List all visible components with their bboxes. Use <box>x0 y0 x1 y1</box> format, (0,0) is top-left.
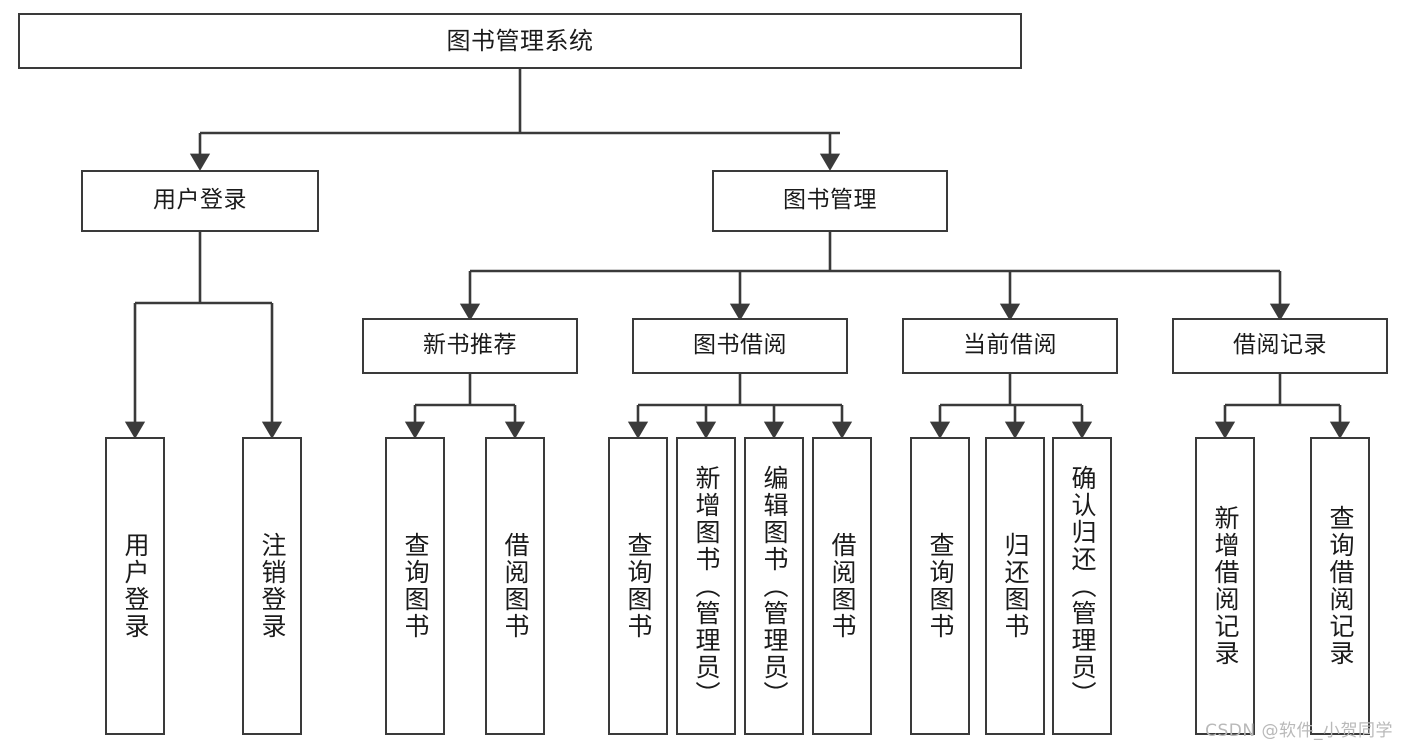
node-root[interactable]: 图书管理系统 <box>18 13 1022 69</box>
node-borrow-records-label: 借阅记录 <box>1233 332 1327 359</box>
leaf-user-logout[interactable]: 注销登录 <box>242 437 302 735</box>
leaf-confirm-return-admin[interactable]: 确认归还（管理员） <box>1052 437 1112 735</box>
leaf-search-books-borrow[interactable]: 查询图书 <box>608 437 668 735</box>
node-book-borrow-label: 图书借阅 <box>693 332 787 359</box>
node-book-borrow[interactable]: 图书借阅 <box>632 318 848 374</box>
leaf-user-login[interactable]: 用户登录 <box>105 437 165 735</box>
leaf-borrow-books-rec-label: 借阅图书 <box>501 532 530 640</box>
node-current-borrow-label: 当前借阅 <box>963 332 1057 359</box>
leaf-user-login-label: 用户登录 <box>121 532 150 640</box>
leaf-search-books-rec[interactable]: 查询图书 <box>385 437 445 735</box>
node-current-borrow[interactable]: 当前借阅 <box>902 318 1118 374</box>
leaf-search-books-rec-label: 查询图书 <box>401 532 430 640</box>
csdn-watermark: CSDN @软件_小贺同学 <box>1205 721 1393 741</box>
leaf-add-borrow-record-label: 新增借阅记录 <box>1211 505 1240 667</box>
leaf-borrow-book[interactable]: 借阅图书 <box>812 437 872 735</box>
leaf-edit-book-admin-label: 编辑图书（管理员） <box>760 464 789 708</box>
leaf-borrow-books-rec[interactable]: 借阅图书 <box>485 437 545 735</box>
node-new-book-recommend[interactable]: 新书推荐 <box>362 318 578 374</box>
node-book-management[interactable]: 图书管理 <box>712 170 948 232</box>
leaf-add-book-admin[interactable]: 新增图书（管理员） <box>676 437 736 735</box>
node-borrow-records[interactable]: 借阅记录 <box>1172 318 1388 374</box>
node-user-login[interactable]: 用户登录 <box>81 170 319 232</box>
leaf-add-borrow-record[interactable]: 新增借阅记录 <box>1195 437 1255 735</box>
leaf-search-books-current[interactable]: 查询图书 <box>910 437 970 735</box>
leaf-confirm-return-admin-label: 确认归还（管理员） <box>1068 464 1097 708</box>
leaf-search-books-current-label: 查询图书 <box>926 532 955 640</box>
node-user-login-label: 用户登录 <box>153 187 247 214</box>
leaf-user-logout-label: 注销登录 <box>258 532 287 640</box>
leaf-add-book-admin-label: 新增图书（管理员） <box>692 464 721 708</box>
leaf-search-borrow-record[interactable]: 查询借阅记录 <box>1310 437 1370 735</box>
leaf-search-books-borrow-label: 查询图书 <box>624 532 653 640</box>
node-new-book-recommend-label: 新书推荐 <box>423 332 517 359</box>
node-root-label: 图书管理系统 <box>446 26 594 55</box>
leaf-return-book[interactable]: 归还图书 <box>985 437 1045 735</box>
node-book-management-label: 图书管理 <box>783 187 877 214</box>
leaf-return-book-label: 归还图书 <box>1001 532 1030 640</box>
leaf-search-borrow-record-label: 查询借阅记录 <box>1326 505 1355 667</box>
leaf-edit-book-admin[interactable]: 编辑图书（管理员） <box>744 437 804 735</box>
leaf-borrow-book-label: 借阅图书 <box>828 532 857 640</box>
